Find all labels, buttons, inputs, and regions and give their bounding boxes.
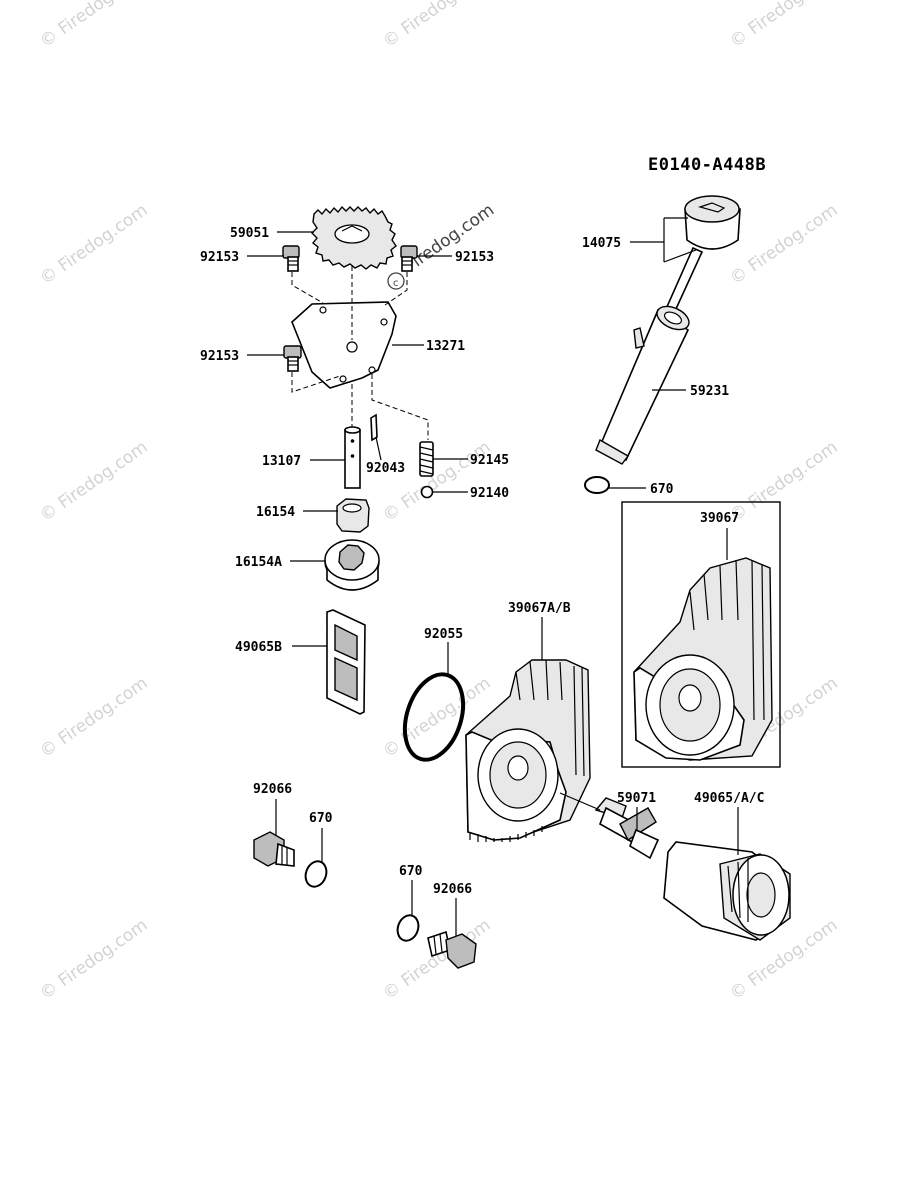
watermark-text: © Firedog.com [36,0,151,52]
oil-filler-tube-59231 [595,305,690,465]
label-92153-right-top: 92153 [455,250,494,265]
label-92140: 92140 [470,486,509,501]
watermark-text: © Firedog.com [379,437,494,526]
watermark-text: © Firedog.com [36,437,151,526]
watermark-text: © Firedog.com [726,437,841,526]
bolt-92153-left-top [282,245,300,272]
fitting-59071 [559,792,660,860]
label-16154: 16154 [256,505,295,520]
watermark-text: © Firedog.com [36,915,151,1004]
o-ring-670-bottom [396,914,420,942]
label-13107: 13107 [262,454,301,469]
drain-plug-92066-left [253,831,295,867]
label-59231: 59231 [690,384,729,399]
watermark-text: © Firedog.com [379,0,494,52]
label-39067AB: 39067A/B [508,601,571,616]
label-92066-bottom: 92066 [433,882,472,897]
label-59051: 59051 [230,226,269,241]
label-92043: 92043 [366,461,405,476]
label-92055: 92055 [424,627,463,642]
part-labels: 59051 92153 92153 92153 13271 13107 9204… [200,226,764,897]
svg-text:c: c [393,278,399,289]
label-59071: 59071 [617,791,656,806]
watermark-text: © Firedog.com [36,673,151,762]
label-13271: 13271 [426,339,465,354]
label-670-bottom: 670 [399,864,423,879]
label-92066-left: 92066 [253,782,292,797]
o-ring-670-top [584,476,610,494]
label-92145: 92145 [470,453,509,468]
label-16154A: 16154A [235,555,282,570]
label-14075: 14075 [582,236,621,251]
label-39067: 39067 [700,511,739,526]
label-49065B: 49065B [235,640,282,655]
oil-cooler-39067AB [465,659,591,842]
label-670-left: 670 [309,811,333,826]
inner-rotor-16154 [336,498,370,533]
watermark-text: © Firedog.com [726,200,841,289]
label-49065AC: 49065/A/C [694,791,764,806]
o-ring-670-left [304,860,328,888]
bolt-92153-right-top [400,245,418,272]
watermark-text: © Firedog.com [726,0,841,52]
cover-plate-13271 [291,301,397,389]
detail-box-39067 [621,501,781,768]
dipstick-14075 [660,195,741,324]
watermark-text: © Firedog.com [36,200,151,289]
gear-59051 [311,205,397,270]
diagram-code: E0140-A448B [648,155,766,175]
oil-filter-49065AC [663,841,791,941]
shaft-13107 [344,426,361,489]
leader-lines [247,217,739,936]
label-92153-left-mid: 92153 [200,349,239,364]
oil-cooler-39067 [633,557,773,761]
label-92153-left-top: 92153 [200,250,239,265]
spring-92145 [419,441,434,477]
bolt-92153-left-mid [283,345,302,372]
oil-strainer-49065B [326,609,366,715]
label-670-top: 670 [650,482,674,497]
ball-92140 [420,485,434,499]
pin-92043 [370,413,378,442]
outer-rotor-16154A [324,539,380,591]
drain-plug-92066-bottom [427,930,477,969]
copyright-icon [387,272,405,290]
